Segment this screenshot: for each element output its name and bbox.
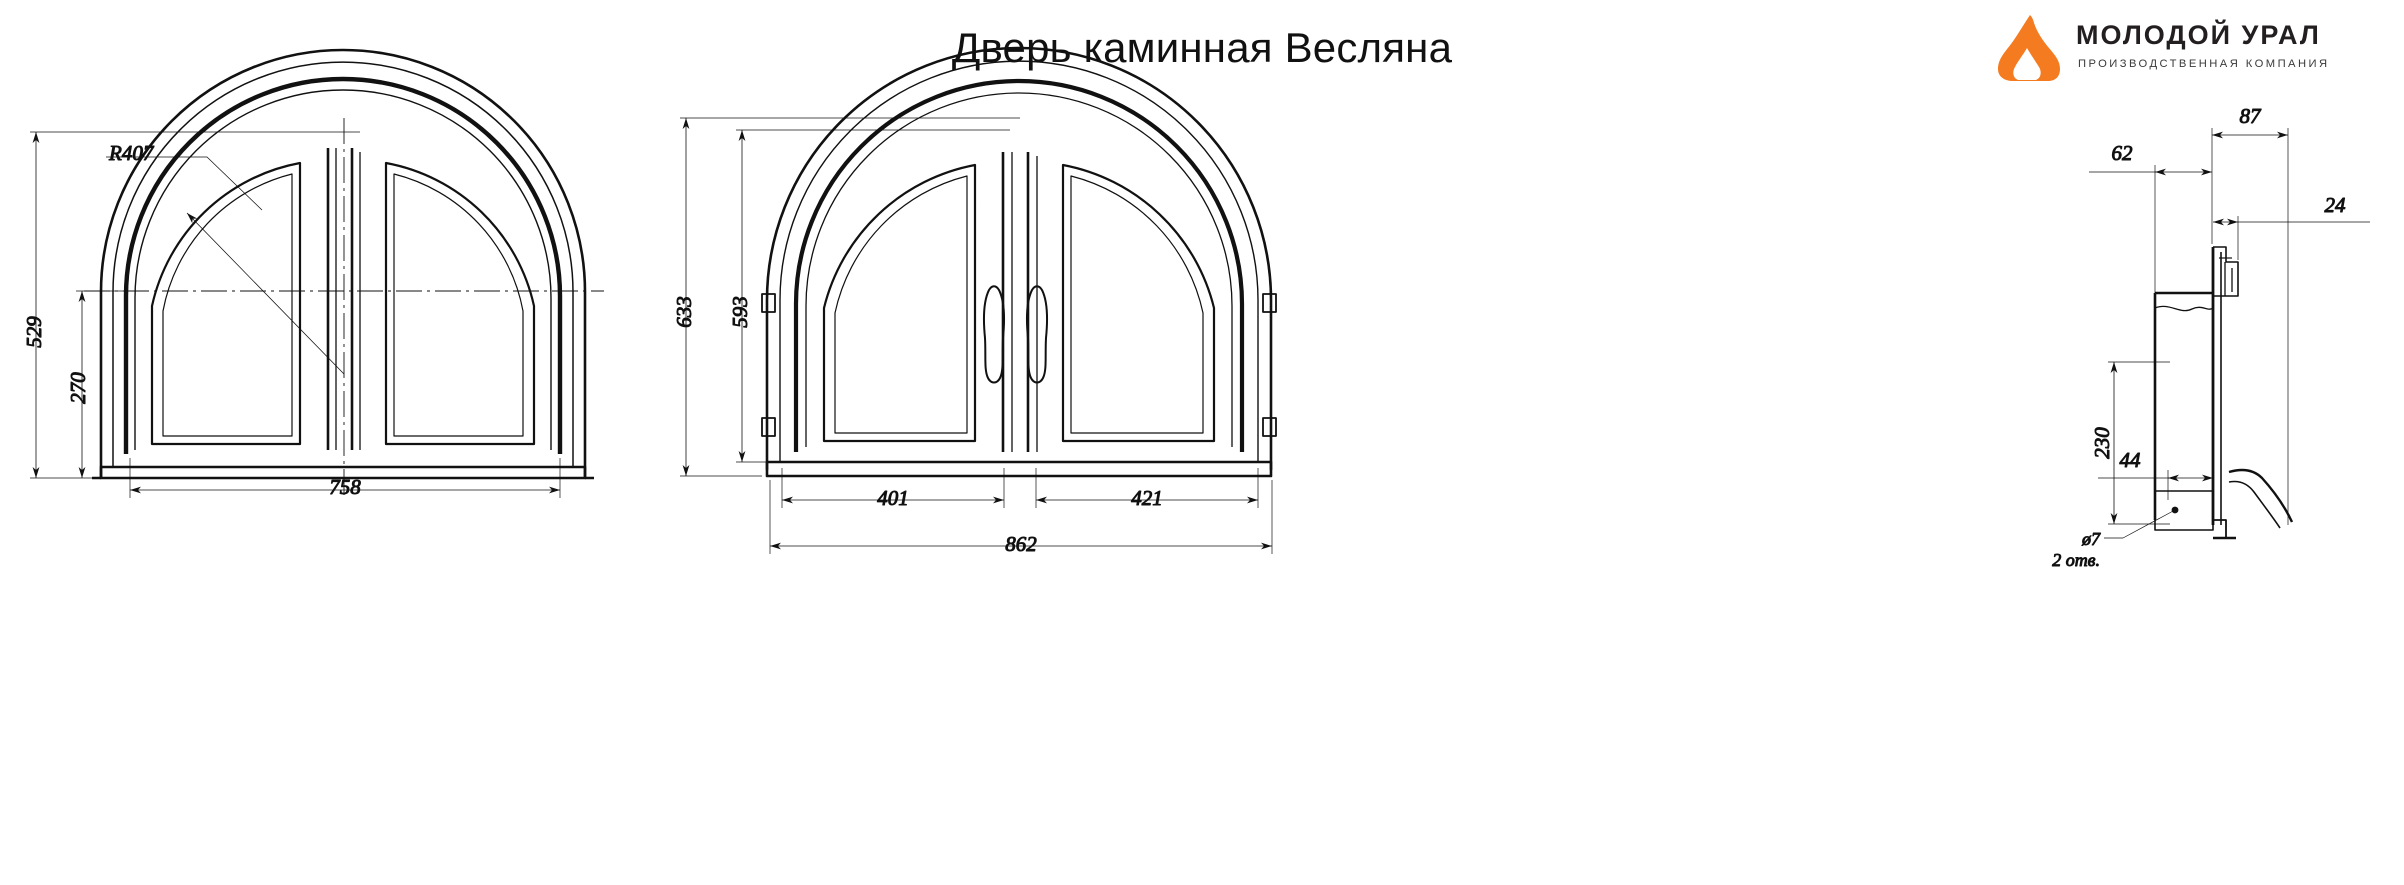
hinge-left-lower [761,417,776,437]
doors-opening-outline [793,78,1245,452]
front-view-doors [680,46,1277,554]
section-top-detail [2213,246,2239,297]
doors-left-panel-inner [834,175,968,434]
left-door-handle [983,285,1005,384]
doors-outer-frame-inner [779,60,1259,462]
doors-base-plinth [765,460,1273,478]
side-section-view [2089,128,2370,540]
section-break-line [2154,305,2214,312]
hole-diameter-label: ø7 [2081,529,2101,549]
radius-leader-line [186,212,345,375]
company-logo: МОЛОДОЙ УРАЛ ПРОИЗВОДСТВЕННАЯ КОМПАНИЯ [1996,12,2396,86]
outer-frame-outline [99,48,587,478]
dim-label-633: 633 [672,296,696,328]
radius-leader-shelf [106,156,263,211]
logo-brand-text: МОЛОДОЙ УРАЛ [2076,20,2321,50]
right-leaf-panel-inner [393,173,524,437]
door-opening-inner [134,89,552,450]
hinge-right-upper [1262,293,1277,313]
doors-right-panel-inner [1070,175,1204,434]
hinge-left-upper [761,293,776,313]
dim-label-44: 44 [2120,448,2142,472]
dim-label-862: 862 [1005,532,1037,556]
doors-outer-frame [765,46,1273,470]
doors-left-panel [822,163,977,443]
hinge-right-lower [1262,417,1277,437]
dim-label-593: 593 [728,296,752,328]
outer-frame-inner-edge [112,61,574,467]
dim-label-230: 230 [2090,427,2114,459]
doors-right-panel [1061,163,1216,443]
dim-label-421: 421 [1131,486,1163,510]
dim-label-270: 270 [66,372,90,404]
door-opening-outline [123,76,563,454]
dim-label-401: 401 [877,486,909,510]
dim-label-24: 24 [2325,193,2347,217]
dim-label-r407: R407 [108,141,155,165]
section-bottom-foot [2213,519,2227,539]
flame-icon [1998,15,2060,81]
section-handle-profile [2228,468,2294,523]
hole-leader-line [2104,509,2176,539]
section-handle-profile-inner [2228,480,2281,529]
left-leaf-panel-inner [162,173,293,437]
dim-label-87: 87 [2240,104,2263,128]
left-leaf-panel [150,161,302,446]
dim-label-758: 758 [329,475,361,499]
front-view-outer [30,48,604,498]
dim-label-62: 62 [2112,141,2134,165]
logo-tagline-text: ПРОИЗВОДСТВЕННАЯ КОМПАНИЯ [2078,58,2330,70]
section-top-detail-ribs [2224,262,2233,296]
hole-count-label: 2 отв. [2052,550,2100,570]
right-door-handle [1026,285,1048,384]
doors-opening-inner [805,92,1233,447]
dim-label-529: 529 [22,316,46,348]
section-bottom-bracket [2154,490,2214,531]
right-leaf-panel [384,161,536,446]
